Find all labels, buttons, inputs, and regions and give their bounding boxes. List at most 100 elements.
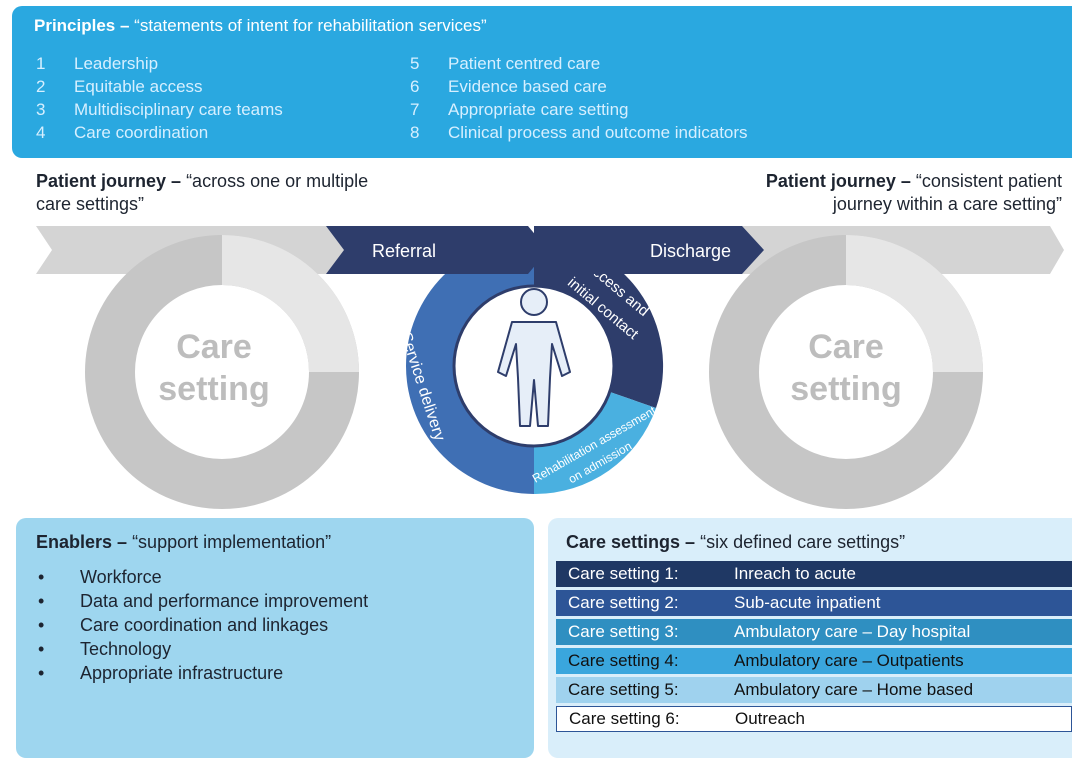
- right-cycle-center: [760, 286, 932, 458]
- principle-text: Appropriate care setting: [448, 100, 629, 119]
- patient-journey-diagram: Care setting Care setting Service delive…: [36, 226, 1064, 509]
- bullet: •: [38, 615, 45, 635]
- rehabilitation-cycle: Service delivery Access and initial cont…: [397, 237, 664, 495]
- principle-text: Clinical process and outcome indicators: [448, 123, 748, 142]
- list-item: • Care coordination and linkages: [36, 615, 514, 639]
- patient-journey-right-label: Patient journey – “consistent patient jo…: [702, 170, 1062, 216]
- discharge-band: [534, 226, 764, 274]
- principle-item: 5 Patient centred care: [410, 54, 748, 77]
- journey-right-quote-2: journey within a care setting”: [832, 194, 1062, 214]
- referral-band: [326, 226, 548, 274]
- list-item: • Technology: [36, 639, 514, 663]
- principle-text: Patient centred care: [448, 54, 601, 73]
- person-icon: [497, 288, 571, 427]
- table-row: Care setting 6: Outreach: [556, 706, 1072, 732]
- table-row: Care setting 2: Sub-acute inpatient: [556, 590, 1072, 616]
- left-cycle-highlight: [221, 235, 359, 373]
- left-care-setting-cycle: Care setting: [85, 235, 359, 509]
- principles-panel: Principles – “statements of intent for r…: [12, 6, 1072, 158]
- right-care-setting-cycle: Care setting: [709, 235, 983, 509]
- enabler-text: Workforce: [80, 567, 162, 587]
- principle-number: 7: [410, 100, 420, 119]
- principle-text: Multidisciplinary care teams: [74, 100, 283, 119]
- table-row: Care setting 4: Ambulatory care – Outpati…: [556, 648, 1072, 674]
- right-cycle-label-2: setting: [790, 370, 901, 408]
- care-setting-name: Care setting 1:: [568, 564, 679, 583]
- principles-list-right: 5 Patient centred care 6 Evidence based ca…: [410, 54, 748, 146]
- care-setting-name: Care setting 6:: [569, 709, 680, 728]
- principle-item: 1 Leadership: [36, 54, 283, 77]
- principle-text: Care coordination: [74, 123, 209, 142]
- journey-left-quote-2: care settings”: [36, 194, 145, 214]
- principle-text: Leadership: [74, 54, 159, 73]
- principle-number: 2: [36, 77, 46, 96]
- care-setting-description: Sub-acute inpatient: [734, 593, 881, 612]
- right-cycle-label-1: Care: [808, 328, 884, 366]
- enabler-text: Data and performance improvement: [80, 591, 369, 611]
- care-settings-heading: Care settings – “six defined care settin…: [566, 532, 1072, 553]
- principles-quote: “statements of intent for rehabilitation…: [134, 16, 487, 35]
- principle-number: 1: [36, 54, 46, 73]
- enablers-title: Enablers –: [36, 532, 128, 552]
- principle-number: 4: [36, 123, 46, 142]
- principle-text: Evidence based care: [448, 77, 607, 96]
- bullet: •: [38, 567, 45, 587]
- table-row: Care setting 5: Ambulatory care – Home ba…: [556, 677, 1072, 703]
- principles-title: Principles –: [34, 16, 130, 35]
- enabler-text: Care coordination and linkages: [80, 615, 329, 635]
- principle-item: 3 Multidisciplinary care teams: [36, 100, 283, 123]
- discharge-label: Discharge: [650, 241, 731, 261]
- referral-label: Referral: [372, 241, 436, 261]
- care-settings-panel: Care settings – “six defined care settin…: [548, 518, 1072, 758]
- care-setting-description: Ambulatory care – Outpatients: [734, 651, 964, 670]
- principle-number: 8: [410, 123, 420, 142]
- care-setting-description: Inreach to acute: [734, 564, 856, 583]
- principle-item: 6 Evidence based care: [410, 77, 748, 100]
- principle-item: 8 Clinical process and outcome indicators: [410, 123, 748, 146]
- list-item: • Workforce: [36, 567, 514, 591]
- enabler-text: Technology: [80, 639, 172, 659]
- enablers-list: • Workforce • Data and performance improve…: [36, 567, 514, 687]
- principle-number: 6: [410, 77, 420, 96]
- table-row: Care setting 1: Inreach to acute: [556, 561, 1072, 587]
- care-setting-name: Care setting 4:: [568, 651, 679, 670]
- principles-heading: Principles – “statements of intent for r…: [34, 16, 1050, 36]
- left-cycle-label-2: setting: [158, 370, 269, 408]
- left-cycle-center: [136, 286, 308, 458]
- principle-item: 4 Care coordination: [36, 123, 283, 146]
- patient-journey-left-label: Patient journey – “across one or multipl…: [36, 170, 436, 216]
- journey-right-quote-1: “consistent patient: [915, 171, 1062, 191]
- care-setting-description: Ambulatory care – Home based: [734, 680, 974, 699]
- care-settings-title: Care settings –: [566, 532, 696, 552]
- care-setting-name: Care setting 3:: [568, 622, 679, 641]
- bullet: •: [38, 639, 45, 659]
- principle-number: 5: [410, 54, 420, 73]
- journey-left-quote-1: “across one or multiple: [186, 171, 369, 191]
- principle-number: 3: [36, 100, 46, 119]
- bullet: •: [38, 591, 45, 611]
- care-setting-name: Care setting 2:: [568, 593, 679, 612]
- service-delivery-segment: [406, 238, 534, 494]
- care-setting-description: Ambulatory care – Day hospital: [734, 622, 971, 641]
- list-item: • Data and performance improvement: [36, 591, 514, 615]
- care-setting-description: Outreach: [735, 709, 805, 728]
- care-setting-name: Care setting 5:: [568, 680, 679, 699]
- principle-item: 7 Appropriate care setting: [410, 100, 748, 123]
- enablers-heading: Enablers – “support implementation”: [36, 532, 514, 553]
- left-cycle-label-1: Care: [176, 328, 252, 366]
- assessment-segment: [534, 392, 656, 495]
- journey-right-title: Patient journey –: [765, 171, 911, 191]
- journey-left-title: Patient journey –: [36, 171, 182, 191]
- care-settings-quote: “six defined care settings”: [700, 532, 906, 552]
- access-segment: [534, 237, 664, 408]
- enabler-text: Appropriate infrastructure: [80, 663, 284, 683]
- right-cycle-highlight: [845, 235, 983, 373]
- table-row: Care setting 3: Ambulatory care – Day hos…: [556, 619, 1072, 645]
- bullet: •: [38, 663, 45, 683]
- list-item: • Appropriate infrastructure: [36, 663, 514, 687]
- enablers-panel: Enablers – “support implementation” • Wor…: [16, 518, 534, 758]
- enablers-quote: “support implementation”: [132, 532, 332, 552]
